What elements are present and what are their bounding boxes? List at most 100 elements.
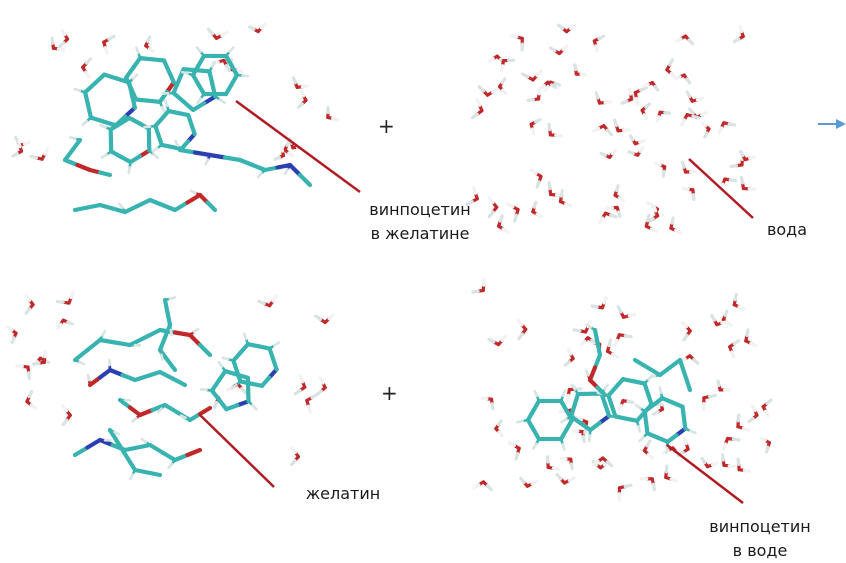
bond xyxy=(160,450,178,463)
bond xyxy=(191,101,207,113)
bond xyxy=(679,118,686,127)
bond xyxy=(572,328,582,333)
bond xyxy=(485,484,493,492)
bond xyxy=(685,77,692,85)
bond xyxy=(603,383,610,391)
bond xyxy=(237,157,255,168)
bond xyxy=(146,35,152,44)
bond xyxy=(29,154,39,160)
bond xyxy=(681,415,688,431)
bond xyxy=(181,99,196,113)
bond xyxy=(137,407,155,418)
bond xyxy=(160,105,166,114)
bond xyxy=(723,309,729,317)
bond xyxy=(563,360,571,367)
bond xyxy=(61,418,69,427)
bond xyxy=(738,25,744,34)
bond xyxy=(529,168,538,175)
bond xyxy=(13,135,20,144)
bond xyxy=(162,402,180,415)
bond xyxy=(212,400,219,409)
bond xyxy=(610,148,618,156)
bond xyxy=(84,70,91,79)
bond xyxy=(681,160,686,169)
bond xyxy=(592,327,600,345)
bond xyxy=(500,77,507,85)
bond xyxy=(759,436,767,442)
bond xyxy=(327,313,335,321)
bond xyxy=(206,27,215,36)
bond xyxy=(477,85,485,93)
bond xyxy=(50,36,55,45)
bond xyxy=(506,202,515,209)
bond xyxy=(120,447,138,473)
bond xyxy=(628,87,633,96)
bond xyxy=(688,107,695,115)
bond xyxy=(270,356,279,372)
bond xyxy=(314,314,323,321)
bond xyxy=(224,63,231,73)
bond xyxy=(730,350,736,359)
bond xyxy=(113,430,121,436)
pointer-line-vinpocetine-water xyxy=(666,444,744,504)
bond xyxy=(613,338,619,348)
bond xyxy=(279,145,285,153)
bond xyxy=(728,178,738,183)
bond xyxy=(102,72,119,81)
bond xyxy=(692,357,700,365)
bond xyxy=(617,403,623,412)
bond xyxy=(58,41,66,49)
bond xyxy=(648,374,657,379)
bond xyxy=(61,404,69,413)
bond xyxy=(626,399,635,404)
bond xyxy=(727,122,737,127)
bond xyxy=(248,25,256,31)
bond xyxy=(60,28,67,37)
bond xyxy=(56,322,63,330)
bond xyxy=(192,150,213,158)
bond xyxy=(548,46,557,53)
bond xyxy=(172,452,190,463)
bond xyxy=(646,213,651,223)
bond xyxy=(298,374,305,384)
bond xyxy=(499,64,505,73)
bond xyxy=(547,181,552,191)
bond xyxy=(300,84,309,89)
bond xyxy=(623,483,633,489)
bond xyxy=(594,44,599,53)
bond xyxy=(644,102,652,109)
bond xyxy=(570,383,577,391)
bond xyxy=(579,339,587,347)
bond xyxy=(749,341,758,348)
label-line: винпоцетин xyxy=(709,517,811,536)
bond xyxy=(501,227,510,234)
bond xyxy=(700,121,708,128)
plus-operator-bottom: + xyxy=(381,381,398,405)
bond xyxy=(565,393,570,403)
bond xyxy=(674,75,682,81)
bond xyxy=(602,296,608,305)
bond xyxy=(241,74,250,78)
bond xyxy=(142,327,163,340)
bond xyxy=(590,304,599,309)
bond xyxy=(11,152,19,158)
vinpocetine-in-water-model xyxy=(471,278,773,502)
bond xyxy=(185,447,203,458)
bond xyxy=(290,446,297,455)
bond xyxy=(174,139,180,147)
bond xyxy=(651,482,657,492)
bond xyxy=(66,320,74,326)
pointer-line-water xyxy=(688,158,754,219)
bond xyxy=(145,369,163,379)
bond xyxy=(222,155,243,163)
bond xyxy=(62,157,80,168)
bond xyxy=(699,110,708,117)
bond xyxy=(162,297,170,315)
bond xyxy=(574,416,584,422)
vinpocetine-in-gelatin-model xyxy=(11,22,339,215)
bond xyxy=(207,69,215,87)
bond xyxy=(645,365,663,378)
bond xyxy=(69,136,77,140)
bond xyxy=(197,342,213,358)
bond xyxy=(196,97,203,105)
